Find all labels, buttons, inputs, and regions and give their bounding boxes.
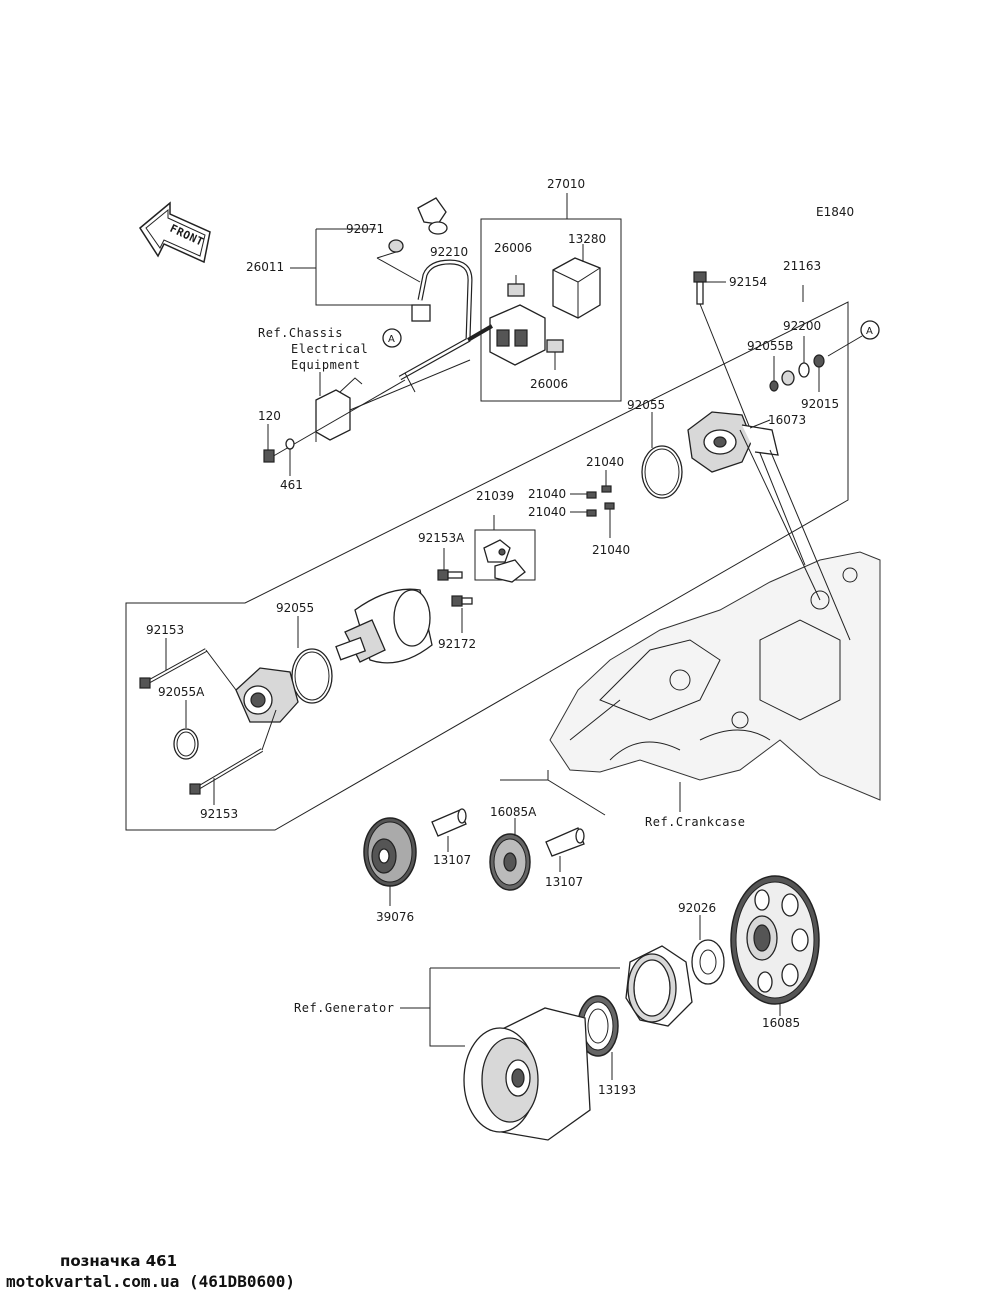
label-92154: 92154 xyxy=(729,275,767,289)
label-92055B: 92055B xyxy=(747,339,793,353)
ref-a-top: A xyxy=(388,334,395,345)
label-26011: 26011 xyxy=(246,260,284,274)
front-arrow-icon: FRONT xyxy=(139,201,211,264)
label-92210: 92210 xyxy=(430,245,468,259)
relay-group-27010 xyxy=(480,193,622,402)
label-39076: 39076 xyxy=(376,910,414,924)
label-21040-d: 21040 xyxy=(592,543,630,557)
label-92055-left: 92055 xyxy=(276,601,314,615)
label-13280: 13280 xyxy=(568,232,606,246)
bolt-92153-bottom xyxy=(189,709,277,805)
label-92015: 92015 xyxy=(801,397,839,411)
label-92153-top: 92153 xyxy=(146,623,184,637)
bolt-92153-top xyxy=(139,638,237,691)
label-92200: 92200 xyxy=(783,319,821,333)
label-16073: 16073 xyxy=(768,413,806,427)
label-21040-c: 21040 xyxy=(528,505,566,519)
one-way-clutch-13193 xyxy=(577,995,619,1057)
brush-holder-21039 xyxy=(474,515,536,583)
label-16085: 16085 xyxy=(762,1016,800,1030)
generator-rotor xyxy=(463,1007,591,1141)
label-26006-bottom: 26006 xyxy=(530,377,568,391)
brush-springs-21040 xyxy=(570,470,615,538)
ref-chassis-line3: Equipment xyxy=(291,358,361,372)
label-21040-b: 21040 xyxy=(528,487,566,501)
label-92071: 92071 xyxy=(346,222,384,236)
idler-gear-39076 xyxy=(363,817,417,887)
label-16085A: 16085A xyxy=(490,805,537,819)
label-461: 461 xyxy=(280,478,303,492)
ref-chassis-line1: Ref.Chassis xyxy=(258,326,343,340)
label-92055-top: 92055 xyxy=(627,398,665,412)
ref-chassis-line2: Electrical xyxy=(291,342,368,356)
end-cover-16073 xyxy=(687,411,779,473)
gear-16085A xyxy=(489,833,531,891)
o-ring-92055-left xyxy=(291,648,333,704)
cable-group-26011: A xyxy=(290,197,494,393)
label-13107-a: 13107 xyxy=(433,853,471,867)
o-ring-92055-top xyxy=(641,445,683,499)
nut-washer-set: A xyxy=(769,320,880,392)
ref-crankcase: Ref.Crankcase xyxy=(645,815,745,829)
label-21040-a: 21040 xyxy=(586,455,624,469)
o-ring-92055A xyxy=(173,728,199,760)
label-92153A: 92153A xyxy=(418,531,465,545)
label-21039: 21039 xyxy=(476,489,514,503)
label-13193: 13193 xyxy=(598,1083,636,1097)
diagram-code: E1840 xyxy=(816,205,854,219)
label-92055A: 92055A xyxy=(158,685,205,699)
label-27010: 27010 xyxy=(547,177,585,191)
label-92026: 92026 xyxy=(678,901,716,915)
washer-92026 xyxy=(691,939,725,985)
label-92172: 92172 xyxy=(438,637,476,651)
clutch-housing xyxy=(625,945,693,1027)
shaft-13107-a xyxy=(431,808,467,852)
starter-gear-16085 xyxy=(730,875,820,1005)
footer-source: motokvartal.com.ua (461DB0600) xyxy=(6,1272,295,1291)
front-cover xyxy=(235,667,299,723)
label-21163: 21163 xyxy=(783,259,821,273)
starter-motor-outline xyxy=(125,285,849,831)
shaft-13107-b xyxy=(545,827,585,872)
label-13107-b: 13107 xyxy=(545,875,583,889)
screw-92153A xyxy=(437,548,463,581)
crankcase xyxy=(549,429,881,801)
ground-terminal xyxy=(263,359,471,476)
footer-mark: позначка 461 xyxy=(60,1252,178,1270)
ref-generator: Ref.Generator xyxy=(294,1001,394,1015)
label-92153-bottom: 92153 xyxy=(200,807,238,821)
starter-yoke xyxy=(335,588,433,664)
ref-a-right: A xyxy=(866,326,873,337)
label-120: 120 xyxy=(258,409,281,423)
screw-92172 xyxy=(451,595,473,633)
label-26006-top: 26006 xyxy=(494,241,532,255)
